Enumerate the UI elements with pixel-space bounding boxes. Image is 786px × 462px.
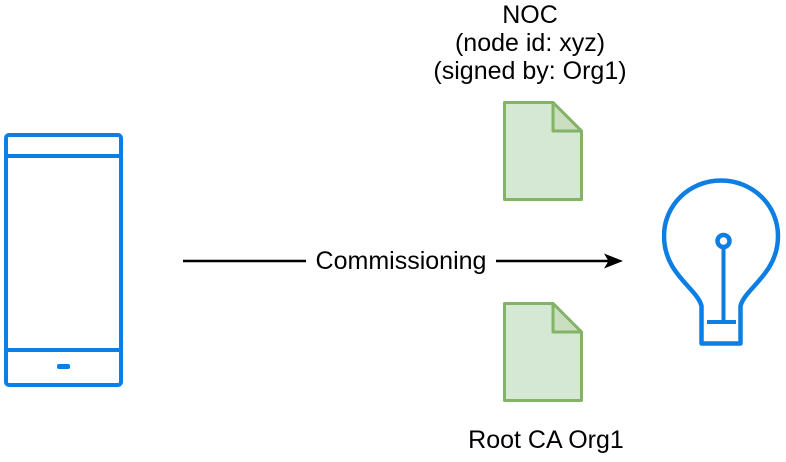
noc-caption-line-2: (node id: xyz) [454, 29, 606, 57]
document-fold-corner [551, 302, 583, 334]
noc-document-node [503, 101, 583, 206]
arrowhead-icon [604, 253, 623, 269]
certificate-document-icon [503, 101, 583, 201]
noc-caption-line-1: NOC [502, 1, 558, 29]
bulb-filament-tip [715, 232, 732, 250]
noc-certificate-caption: NOC (node id: xyz) (signed by: Org1) [380, 1, 680, 85]
root-ca-document-node [503, 302, 583, 407]
noc-caption-line-3: (signed by: Org1) [433, 57, 627, 85]
lightbulb-node [661, 178, 782, 351]
arrow-label: Commissioning [306, 246, 496, 276]
document-fold-corner [551, 101, 583, 133]
smartphone-icon [4, 133, 123, 387]
phone-home-button [57, 364, 70, 369]
certificate-document-icon [503, 302, 583, 402]
smartphone-node [4, 133, 123, 392]
root-ca-caption: Root CA Org1 [468, 426, 624, 454]
lightbulb-icon [661, 178, 781, 346]
